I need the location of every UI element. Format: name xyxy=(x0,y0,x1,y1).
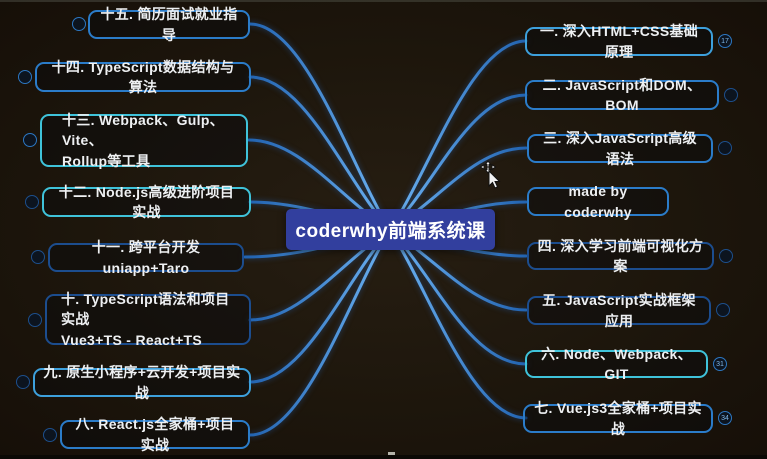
node-made-by-coderwhy[interactable]: made by coderwhy xyxy=(527,183,669,220)
node-8-react-fullstack[interactable]: 八. React.js全家桶+项目实战 xyxy=(60,416,250,453)
badge-node-14[interactable] xyxy=(18,70,32,84)
badge-node-9[interactable] xyxy=(16,375,30,389)
node-label: 八. React.js全家桶+项目实战 xyxy=(75,416,235,453)
node-label: 十一. 跨平台开发 uniapp+Taro xyxy=(91,239,201,276)
node-11-cross-platform[interactable]: 十一. 跨平台开发 uniapp+Taro xyxy=(48,239,244,276)
move-cursor-icon xyxy=(479,160,501,189)
badge-node-2[interactable] xyxy=(724,88,738,102)
badge-node-13[interactable] xyxy=(23,133,37,147)
node-2-js-dom-bom[interactable]: 二. JavaScript和DOM、BOM xyxy=(525,77,719,113)
badge-node-5[interactable] xyxy=(716,303,730,317)
node-3-js-advanced[interactable]: 三. 深入JavaScript高级语法 xyxy=(527,130,713,167)
badge-node-10[interactable] xyxy=(28,313,42,327)
node-label: 十三. Webpack、Gulp、Vite、 Rollup等工具 xyxy=(62,112,224,169)
node-label: 十. TypeScript语法和项目实战 Vue3+TS - React+TS xyxy=(61,291,230,348)
node-13-build-tools[interactable]: 十三. Webpack、Gulp、Vite、 Rollup等工具 xyxy=(40,112,248,169)
node-label: 十四. TypeScript数据结构与算法 xyxy=(51,58,235,95)
node-10-typescript-projects[interactable]: 十. TypeScript语法和项目实战 Vue3+TS - React+TS xyxy=(45,291,251,348)
node-6-node-webpack-git[interactable]: 六. Node、Webpack、GIT xyxy=(525,346,708,382)
badge-node-1[interactable]: 17 xyxy=(718,34,732,48)
badge-node-8[interactable] xyxy=(43,428,57,442)
node-label: 五. JavaScript实战框架应用 xyxy=(542,292,696,329)
badge-node-15[interactable] xyxy=(72,17,86,31)
badge-node-3[interactable] xyxy=(718,141,732,155)
center-node-label: coderwhy前端系统课 xyxy=(295,221,486,242)
node-label: 三. 深入JavaScript高级语法 xyxy=(543,130,697,167)
bottom-strip xyxy=(0,455,767,459)
node-label: 四. 深入学习前端可视化方案 xyxy=(537,237,704,274)
node-label: 十二. Node.js高级进阶项目实战 xyxy=(58,183,235,220)
badge-node-4[interactable] xyxy=(719,249,733,263)
node-9-miniprogram-cloud[interactable]: 九. 原生小程序+云开发+项目实战 xyxy=(33,364,251,401)
center-node[interactable]: coderwhy前端系统课 xyxy=(286,209,495,250)
node-7-vue3[interactable]: 七. Vue.js3全家桶+项目实战 xyxy=(523,400,713,437)
node-label: 十五. 简历面试就业指导 xyxy=(100,6,238,43)
node-1-html-css[interactable]: 一. 深入HTML+CSS基础原理 xyxy=(525,23,713,60)
badge-node-7[interactable]: 34 xyxy=(718,411,732,425)
badge-node-12[interactable] xyxy=(25,195,39,209)
badge-node-6[interactable]: 31 xyxy=(713,357,727,371)
node-5-js-frameworks[interactable]: 五. JavaScript实战框架应用 xyxy=(527,292,711,329)
node-label: 一. 深入HTML+CSS基础原理 xyxy=(539,23,699,60)
node-label: made by coderwhy xyxy=(564,183,632,220)
video-artifact-speck xyxy=(388,452,395,457)
node-15-resume-interview[interactable]: 十五. 简历面试就业指导 xyxy=(88,6,250,43)
node-12-nodejs-advanced[interactable]: 十二. Node.js高级进阶项目实战 xyxy=(42,184,251,220)
node-label: 二. JavaScript和DOM、BOM xyxy=(542,76,702,113)
badge-node-11[interactable] xyxy=(31,250,45,264)
node-14-ts-data-structures[interactable]: 十四. TypeScript数据结构与算法 xyxy=(35,59,251,95)
top-strip xyxy=(0,0,767,2)
node-4-visualization[interactable]: 四. 深入学习前端可视化方案 xyxy=(527,238,714,274)
node-label: 七. Vue.js3全家桶+项目实战 xyxy=(534,400,702,437)
node-label: 九. 原生小程序+云开发+项目实战 xyxy=(43,364,241,401)
node-label: 六. Node、Webpack、GIT xyxy=(541,345,692,382)
